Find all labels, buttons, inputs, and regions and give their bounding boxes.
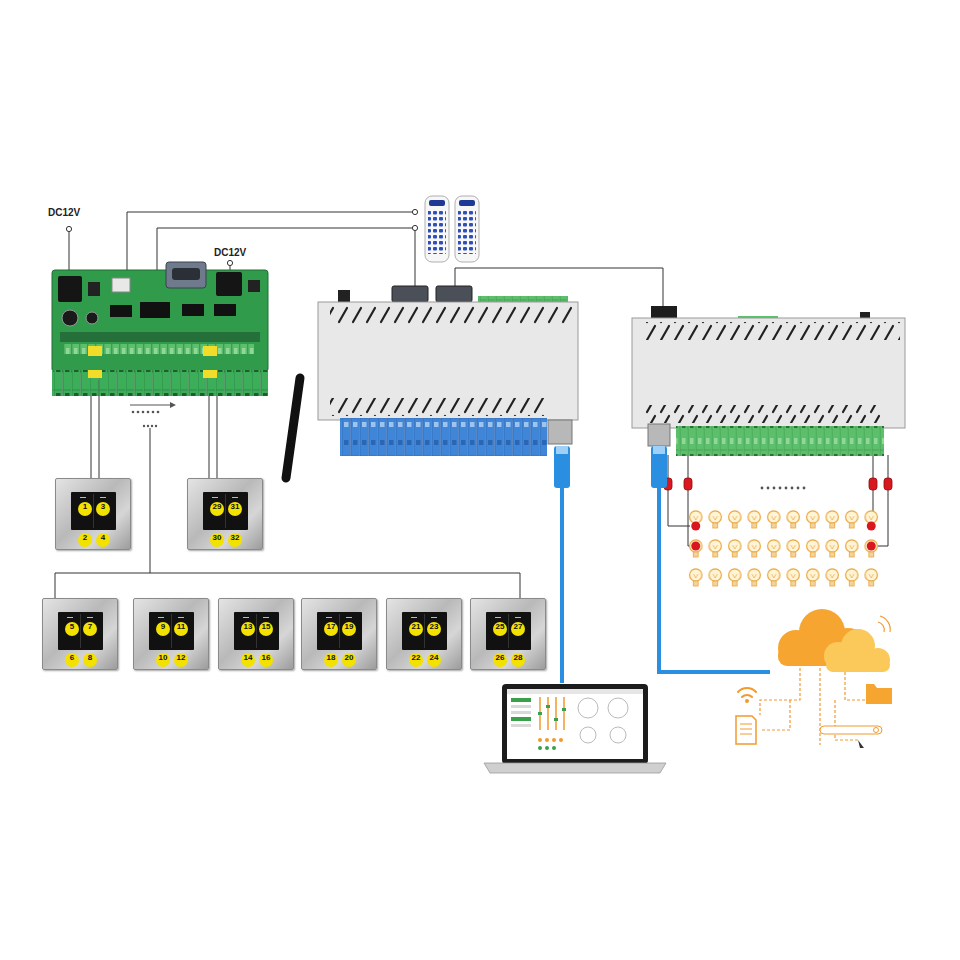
indicator-tick xyxy=(80,497,86,498)
switch-number: 27 xyxy=(511,622,525,636)
remote-controls xyxy=(425,196,479,262)
switch-number: 24 xyxy=(427,653,441,667)
indicator-tick xyxy=(158,617,164,618)
fuses xyxy=(664,478,892,490)
switch-number: 1 xyxy=(78,502,92,516)
switch-number: 10 xyxy=(156,653,170,667)
indicator-tick xyxy=(232,497,238,498)
switch-number: 17 xyxy=(324,622,338,636)
switch-number: 23 xyxy=(427,622,441,636)
switch-number: 16 xyxy=(259,653,273,667)
switch-number: 12 xyxy=(174,653,188,667)
switch-panel: 17 19 18 20 xyxy=(301,598,377,670)
button-divider xyxy=(508,614,509,648)
switch-number: 31 xyxy=(228,502,242,516)
switch-panel: 25 27 26 28 xyxy=(470,598,546,670)
switch-panel: 29 31 30 32 xyxy=(187,478,263,550)
switch-panel: 13 24 xyxy=(55,478,131,550)
indicator-tick xyxy=(263,617,269,618)
button-divider xyxy=(339,614,340,648)
button-divider xyxy=(93,494,94,528)
voltage-label: DC12V xyxy=(48,207,80,218)
switch-number: 5 xyxy=(65,622,79,636)
switch-number: 28 xyxy=(511,653,525,667)
switch-number: 11 xyxy=(174,622,188,636)
signal-wires xyxy=(55,212,888,599)
button-divider xyxy=(256,614,257,648)
main-controller xyxy=(286,286,578,478)
pcb-board xyxy=(52,262,268,396)
switch-number: 13 xyxy=(241,622,255,636)
indicator-tick xyxy=(431,617,437,618)
indicator-tick xyxy=(178,617,184,618)
switch-number: 7 xyxy=(83,622,97,636)
indicator-tick xyxy=(326,617,332,618)
switch-number: 21 xyxy=(409,622,423,636)
switch-number: 30 xyxy=(210,533,224,547)
switch-number: 14 xyxy=(241,653,255,667)
switch-number: 4 xyxy=(96,533,110,547)
relay-module xyxy=(632,306,905,456)
switch-number: 6 xyxy=(65,653,79,667)
indicator-tick xyxy=(67,617,73,618)
switch-number: 26 xyxy=(493,653,507,667)
button-divider xyxy=(225,494,226,528)
lamp-array xyxy=(686,508,881,595)
switch-number: 3 xyxy=(96,502,110,516)
indicator-tick xyxy=(100,497,106,498)
switch-number: 20 xyxy=(342,653,356,667)
switch-number: 15 xyxy=(259,622,273,636)
indicator-tick xyxy=(212,497,218,498)
laptop xyxy=(484,684,666,773)
switch-panel: 57 68 xyxy=(42,598,118,670)
ethernet-cables xyxy=(554,446,770,683)
switch-number: 18 xyxy=(324,653,338,667)
indicator-tick xyxy=(515,617,521,618)
button-divider xyxy=(80,614,81,648)
switch-panel: 13 15 14 16 xyxy=(218,598,294,670)
switch-panel: 9 11 10 12 xyxy=(133,598,209,670)
switch-number: 25 xyxy=(493,622,507,636)
switch-number: 22 xyxy=(409,653,423,667)
indicator-tick xyxy=(495,617,501,618)
indicator-tick xyxy=(87,617,93,618)
cloud-network xyxy=(736,609,892,748)
indicator-tick xyxy=(346,617,352,618)
switch-number: 19 xyxy=(342,622,356,636)
voltage-label: DC12V xyxy=(214,247,246,258)
switch-number: 32 xyxy=(228,533,242,547)
switch-number: 29 xyxy=(210,502,224,516)
direction-arrow xyxy=(130,402,176,408)
switch-number: 8 xyxy=(83,653,97,667)
button-divider xyxy=(424,614,425,648)
wire-ends xyxy=(66,209,417,265)
switch-panel: 21 23 22 24 xyxy=(386,598,462,670)
switch-number: 9 xyxy=(156,622,170,636)
switch-number: 2 xyxy=(78,533,92,547)
indicator-tick xyxy=(411,617,417,618)
button-divider xyxy=(171,614,172,648)
indicator-tick xyxy=(243,617,249,618)
